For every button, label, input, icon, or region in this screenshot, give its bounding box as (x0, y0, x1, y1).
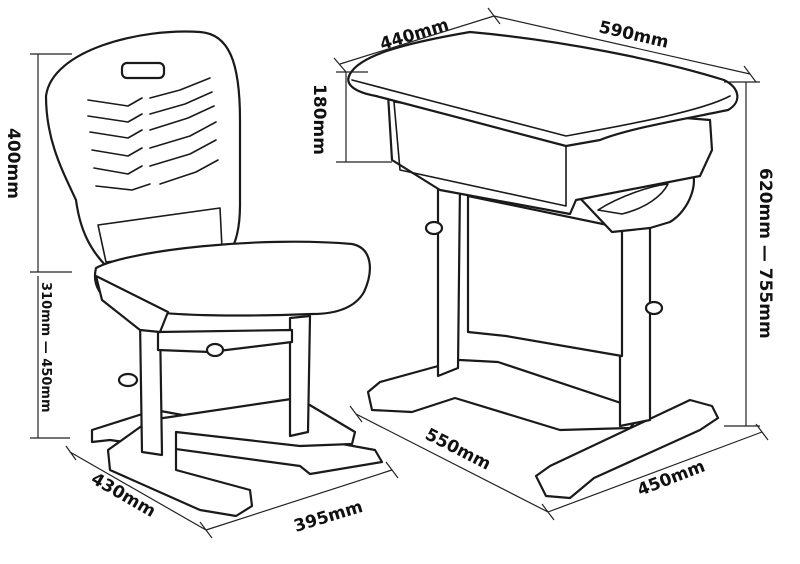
chair-seat-height-label: 310mm — 450mm (38, 282, 53, 413)
desk-front-leg (618, 224, 652, 428)
desk-adjust-knob-left (424, 220, 444, 236)
chair-back-height-label: 400mm (3, 128, 23, 199)
desk-height-label: 620mm — 755mm (755, 168, 775, 339)
desk-front-foot (534, 398, 720, 500)
dimension-lines (30, 7, 769, 539)
desk-base-width-label: 450mm (635, 457, 708, 501)
chair-handle-slot (120, 61, 166, 80)
chair-backrest (44, 30, 242, 270)
desk-tabletop-edge (351, 79, 731, 137)
desk-handle-slot (597, 183, 669, 215)
desk-tabletop (347, 30, 739, 148)
chair-back-slots (87, 77, 219, 191)
desk-rear-foot (366, 358, 640, 432)
desk-rear-leg (436, 182, 462, 378)
chair-leg-crossbar (156, 328, 294, 354)
chair-seat-support (94, 274, 170, 334)
chair-front-leg (288, 314, 312, 438)
desk-illustration (347, 30, 739, 500)
chair-adjust-knob-left (117, 372, 139, 388)
desk-drawer-height-label: 180mm (309, 84, 329, 155)
chair-illustration (44, 30, 384, 518)
chair-width-label: 395mm (292, 497, 366, 537)
desk-adjust-knob-right (644, 300, 664, 316)
desk-base-depth-label: 550mm (422, 425, 494, 475)
desk-modesty-panel (466, 194, 624, 358)
chair-adjust-knob-right (205, 342, 225, 358)
